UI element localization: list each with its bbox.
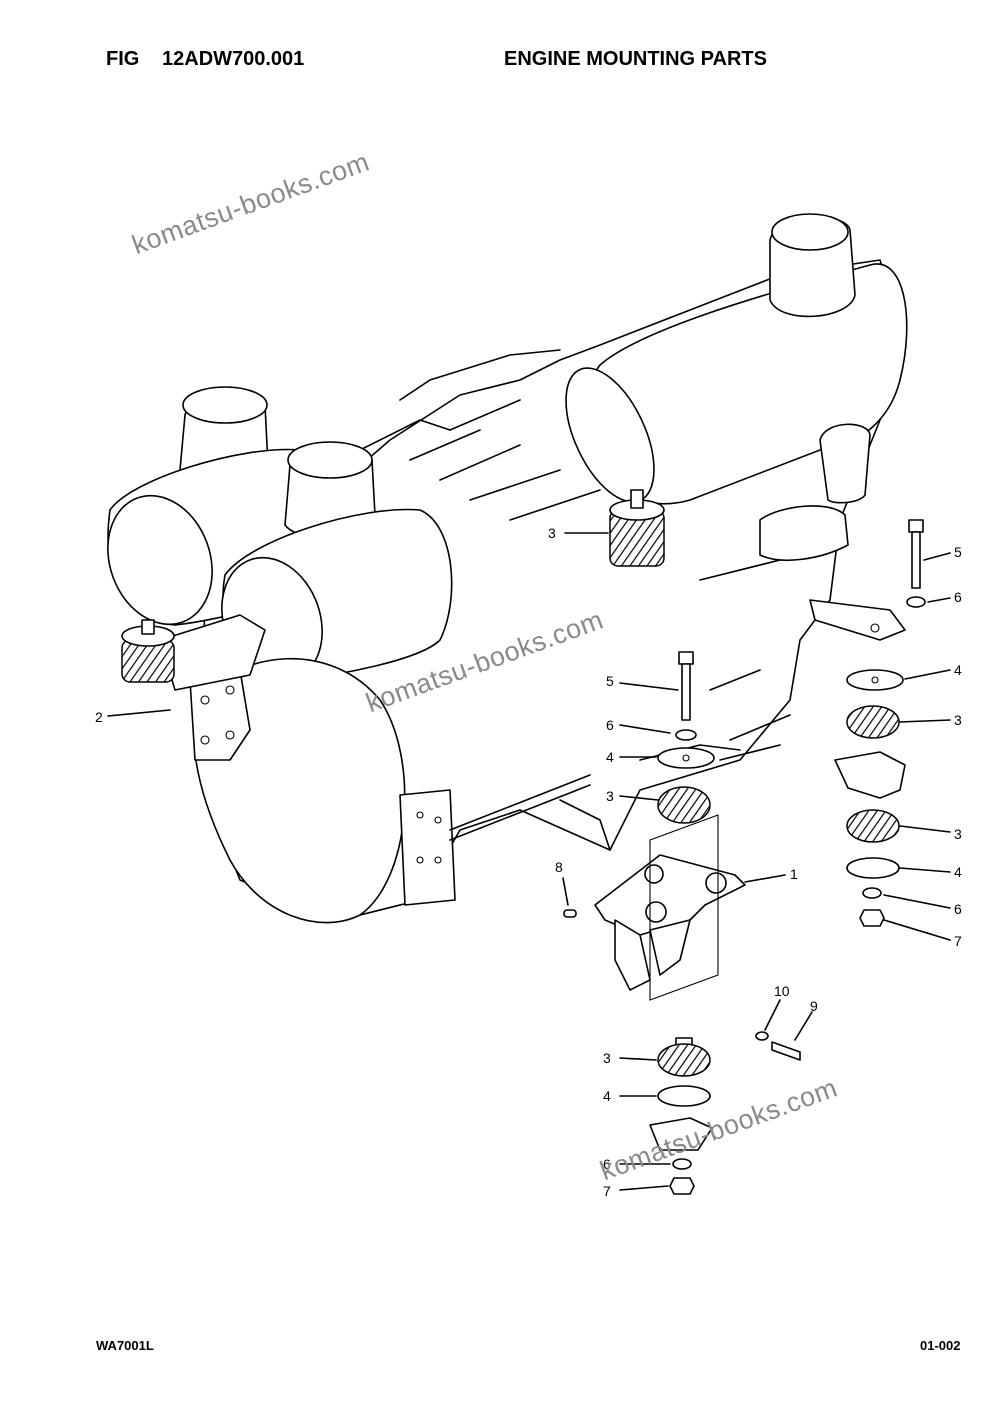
callout-3-top: 3 bbox=[548, 525, 556, 541]
right-mount-stack bbox=[834, 519, 926, 927]
center-mount-stack bbox=[563, 651, 801, 1195]
callout-3-lower: 3 bbox=[603, 1050, 611, 1066]
callout-6-center: 6 bbox=[606, 717, 614, 733]
callout-1: 1 bbox=[790, 866, 798, 882]
callout-9: 9 bbox=[810, 998, 818, 1014]
callout-4-center: 4 bbox=[606, 749, 614, 765]
page-number: 01-002 bbox=[920, 1338, 961, 1353]
callout-5-center: 5 bbox=[606, 673, 614, 689]
callout-10: 10 bbox=[774, 983, 790, 999]
callout-4-right: 4 bbox=[954, 662, 962, 678]
callout-7-lower: 7 bbox=[603, 1183, 611, 1199]
callout-4-right-lower: 4 bbox=[954, 864, 962, 880]
callout-numbers: 3 2 5 6 4 3 8 1 10 9 3 4 6 7 5 6 4 3 3 4… bbox=[95, 525, 962, 1199]
callout-3-right-upper: 3 bbox=[954, 712, 962, 728]
callout-6-lower: 6 bbox=[603, 1156, 611, 1172]
left-mount-rubber bbox=[121, 619, 175, 683]
callout-3-center: 3 bbox=[606, 788, 614, 804]
leader-lines bbox=[107, 532, 951, 1191]
callout-7-right: 7 bbox=[954, 933, 962, 949]
document-code: WA7001L bbox=[96, 1338, 154, 1353]
callout-4-lower: 4 bbox=[603, 1088, 611, 1104]
callout-3-right-lower: 3 bbox=[954, 826, 962, 842]
callout-6-right-lower: 6 bbox=[954, 901, 962, 917]
callout-6-right: 6 bbox=[954, 589, 962, 605]
callout-5-right: 5 bbox=[954, 544, 962, 560]
callout-8: 8 bbox=[555, 859, 563, 875]
figure-label: FIG bbox=[106, 48, 140, 70]
top-mount-rubber bbox=[609, 489, 665, 567]
figure-number: 12ADW700.001 bbox=[162, 48, 305, 70]
engine-assembly bbox=[107, 213, 908, 924]
callout-2: 2 bbox=[95, 709, 103, 725]
page-title: ENGINE MOUNTING PARTS bbox=[504, 48, 767, 70]
